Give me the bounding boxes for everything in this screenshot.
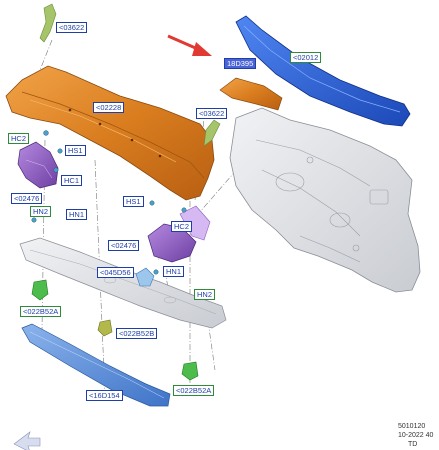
small-bracket-top — [39, 3, 57, 43]
part-045d56 — [135, 267, 155, 287]
callout-hn1-mid[interactable]: HN1 — [163, 266, 185, 277]
cowl-crease — [21, 91, 205, 179]
callout-hc2-left[interactable]: HC2 — [8, 133, 30, 144]
callout-16d154[interactable]: <16D154 — [86, 390, 123, 401]
callout-hn1-left[interactable]: HN1 — [66, 209, 88, 220]
lower-cross-member — [19, 237, 227, 329]
cowl-holes — [68, 108, 162, 158]
small-bracket-mid — [203, 119, 221, 147]
stamp-line-1: 5010120 — [398, 423, 426, 430]
callout-hc1[interactable]: HC1 — [61, 175, 83, 186]
callout-hs1-mid[interactable]: HS1 — [123, 196, 144, 207]
stamp-line-2: 10-2022 40 — [398, 432, 434, 439]
stamp-line-3: TD — [408, 441, 418, 448]
purple-bracket-left — [17, 141, 59, 189]
callout-hc2-mid[interactable]: HC2 — [171, 221, 193, 232]
cowl-top-panel — [5, 65, 215, 201]
green-clips — [31, 279, 199, 381]
callout-02476-mid[interactable]: <02476 — [108, 240, 140, 251]
callout-02476-left[interactable]: <02476 — [11, 193, 43, 204]
callout-hs1-left[interactable]: HS1 — [65, 145, 86, 156]
callout-hn2-right[interactable]: HN2 — [194, 289, 216, 300]
callout-18d395[interactable]: 18D395 — [224, 58, 257, 69]
cowl-highlight — [29, 99, 177, 163]
callout-hn2-left[interactable]: HN2 — [30, 206, 52, 217]
callout-03622-mid[interactable]: <03622 — [196, 108, 228, 119]
callout-022b52a-right[interactable]: <022B52A — [173, 385, 215, 396]
purple-bracket-light — [179, 205, 211, 241]
seal-strip — [235, 15, 411, 127]
part-18d395 — [219, 77, 283, 111]
view-direction-arrow — [13, 431, 41, 450]
seal-highlight — [243, 25, 401, 113]
callout-02012[interactable]: <02012 — [290, 52, 322, 63]
dash-panel-details — [255, 139, 389, 263]
callout-022b52a-left[interactable]: <022B52A — [20, 306, 62, 317]
fasteners — [31, 130, 203, 313]
purple-bracket-mid — [147, 223, 197, 263]
callout-045d56[interactable]: <045D56 — [97, 267, 134, 278]
lower-reinforcement-edge — [29, 331, 165, 399]
lower-reinforcement — [21, 323, 171, 407]
dash-panel — [229, 107, 421, 293]
drawing-reference-stamp: 5010120 10-2022 40 TD — [398, 422, 433, 449]
callout-02228[interactable]: <02228 — [93, 102, 125, 113]
purple-bracket-left-edge — [25, 159, 53, 179]
red-pointer-arrow — [167, 34, 212, 56]
callout-03622-top[interactable]: <03622 — [56, 22, 88, 33]
callout-022b52b[interactable]: <022B52B — [116, 328, 158, 339]
